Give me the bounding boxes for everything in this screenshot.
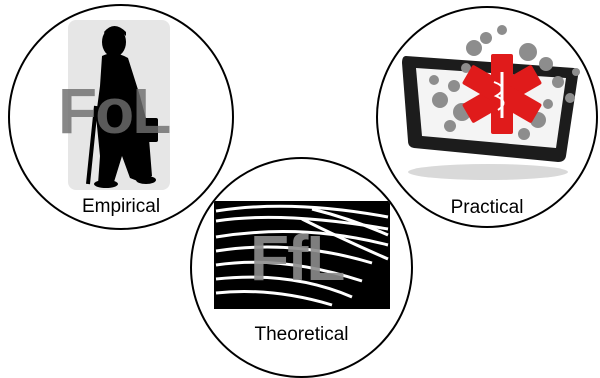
practical-circle: Practical [376, 6, 598, 228]
person-silhouette-icon [68, 20, 170, 190]
open-book-pages-icon [214, 201, 390, 309]
theoretical-label: Theoretical [254, 324, 349, 345]
empirical-circle: FoL Empirical [8, 4, 234, 230]
theoretical-circle: FfL Theoretical [190, 157, 413, 378]
practical-label: Practical [450, 197, 524, 218]
ffl-overlay-text: FfL [250, 222, 345, 294]
empirical-label: Empirical [81, 196, 161, 217]
fol-overlay-text: FoL [58, 75, 171, 147]
tablet-medical-star-icon [402, 25, 580, 180]
